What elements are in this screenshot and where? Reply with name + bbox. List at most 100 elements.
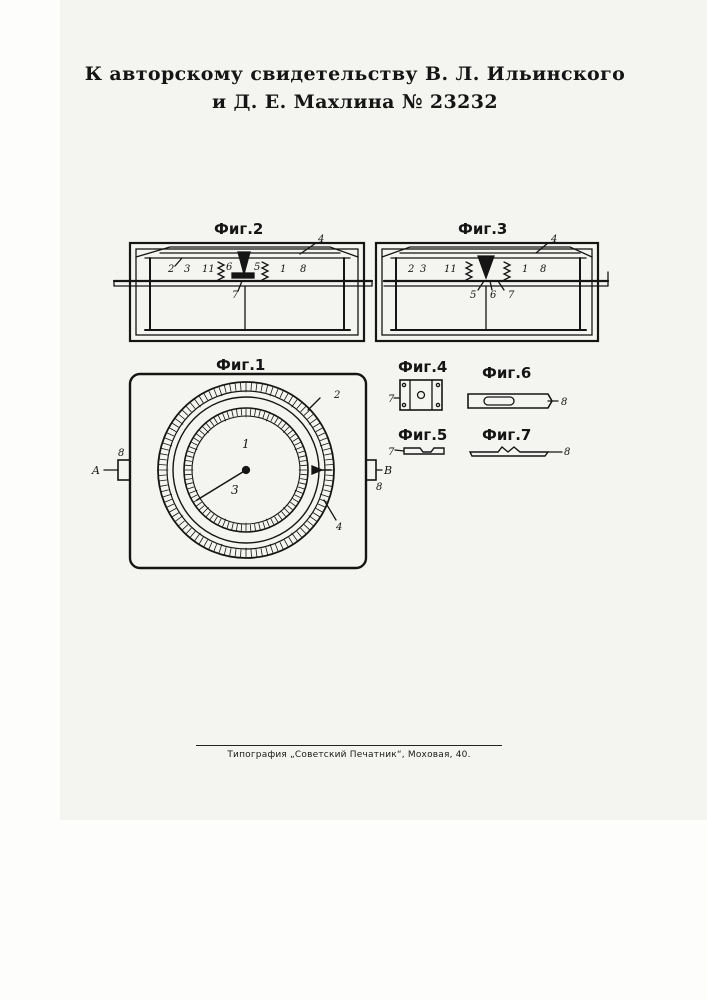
dial-tick [309, 419, 316, 424]
fig5-callout-7: 7 [388, 447, 395, 458]
dial-tick [204, 540, 207, 546]
fig2-callout-11: 11 [202, 264, 215, 275]
dial-tick [197, 502, 202, 506]
dial-tick [200, 430, 205, 434]
dial-tick [250, 409, 251, 415]
figure-4-block [394, 380, 442, 410]
dial-tick [223, 519, 226, 526]
fig2-callout-2: 2 [167, 264, 174, 275]
dial-tick [183, 410, 188, 415]
dial-tick [301, 465, 307, 466]
dial-tick [255, 410, 256, 416]
dial-tick [280, 391, 283, 397]
dial-tick [278, 515, 282, 520]
dial-tick [261, 549, 262, 556]
dial-tick [163, 443, 172, 446]
dial-tick [300, 456, 306, 457]
dial-tick [285, 394, 288, 400]
dial-tick [250, 525, 251, 531]
dial-tick [308, 415, 313, 420]
dial-tick [188, 451, 194, 453]
fig1-letter-a: A [91, 464, 100, 477]
fig6-callout-8: 8 [561, 397, 567, 408]
dial-tick [266, 386, 268, 393]
dial-tick [271, 519, 274, 524]
figure-7-profile [470, 447, 562, 456]
dial-tick [304, 410, 309, 415]
dial-tick [219, 387, 222, 396]
dial-tick [300, 461, 306, 462]
dial-tick [235, 549, 236, 556]
dial-tick [263, 412, 265, 418]
dial-tick [192, 442, 197, 445]
dial-tick [232, 411, 233, 417]
footer-rule [196, 745, 502, 746]
dial-tick [251, 550, 252, 557]
dial-tick [275, 544, 278, 551]
dial-tick [301, 407, 306, 412]
dial-tick [203, 427, 209, 433]
fig3-callout-1: 1 [522, 264, 528, 275]
fig2-callout-6: 6 [226, 262, 233, 273]
dial-tick [210, 421, 214, 426]
dial-tick [270, 387, 273, 396]
fig1-callout-2: 2 [333, 390, 340, 401]
dial-tick [214, 517, 217, 522]
dial-tick [191, 403, 196, 408]
dial-tick [161, 454, 168, 455]
printer-footer: Типография „Советский Печатник“, Моховая… [196, 750, 502, 760]
dial-tick [179, 521, 184, 526]
dial-tick [285, 540, 288, 546]
dial-tick [241, 383, 242, 390]
dial-tick [314, 423, 320, 427]
dial-tick [261, 385, 262, 392]
fig2-label: Фиг.2 [214, 220, 263, 238]
dial-tick [210, 515, 214, 520]
dial-tick [206, 424, 210, 429]
dial-tick [186, 528, 191, 533]
dial-tick [161, 485, 168, 486]
dial-tick [259, 411, 260, 417]
fig3-callout-2: 2 [407, 264, 414, 275]
fig1-callout-1: 1 [242, 437, 250, 451]
dial-tick [266, 519, 269, 526]
dial-tick [160, 459, 167, 460]
fig4-callout-7: 7 [388, 394, 395, 405]
dial-tick [297, 403, 302, 408]
dial-tick [192, 495, 197, 498]
fig1-callout-8-left: 8 [118, 448, 124, 459]
dial-tick [270, 544, 273, 553]
dial-tick [190, 447, 197, 450]
dial-tick [259, 524, 260, 530]
dial-tick [266, 548, 268, 555]
dial-tick [280, 542, 283, 548]
dial-tick [326, 475, 333, 476]
dial-tick [195, 400, 200, 407]
dial-tick [300, 479, 306, 480]
dial-tick [186, 407, 191, 412]
fig2-callout-8: 8 [300, 264, 306, 275]
dial-tick [314, 513, 320, 517]
dial-tick [167, 504, 173, 507]
dial-tick [295, 442, 300, 445]
dial-tick [206, 512, 210, 517]
dial-tick [316, 509, 322, 512]
dial-tick [176, 516, 183, 521]
dial-tick [203, 508, 209, 514]
dial-tick [232, 524, 233, 530]
dial-tick [204, 394, 207, 400]
dial-tick [230, 549, 231, 556]
dial-tick [209, 391, 212, 397]
dial-tick [223, 414, 226, 421]
dial-tick [251, 383, 252, 390]
dial-tick [176, 419, 183, 424]
dial-tick [227, 412, 229, 418]
dial-tick [275, 418, 278, 423]
dial-tick [197, 434, 202, 438]
dial-tick [160, 480, 167, 481]
dial-tick [304, 525, 309, 530]
dial-tick [308, 521, 313, 526]
dial-tick [167, 433, 173, 436]
dial-tick [320, 443, 329, 446]
dial-tick [316, 428, 322, 431]
